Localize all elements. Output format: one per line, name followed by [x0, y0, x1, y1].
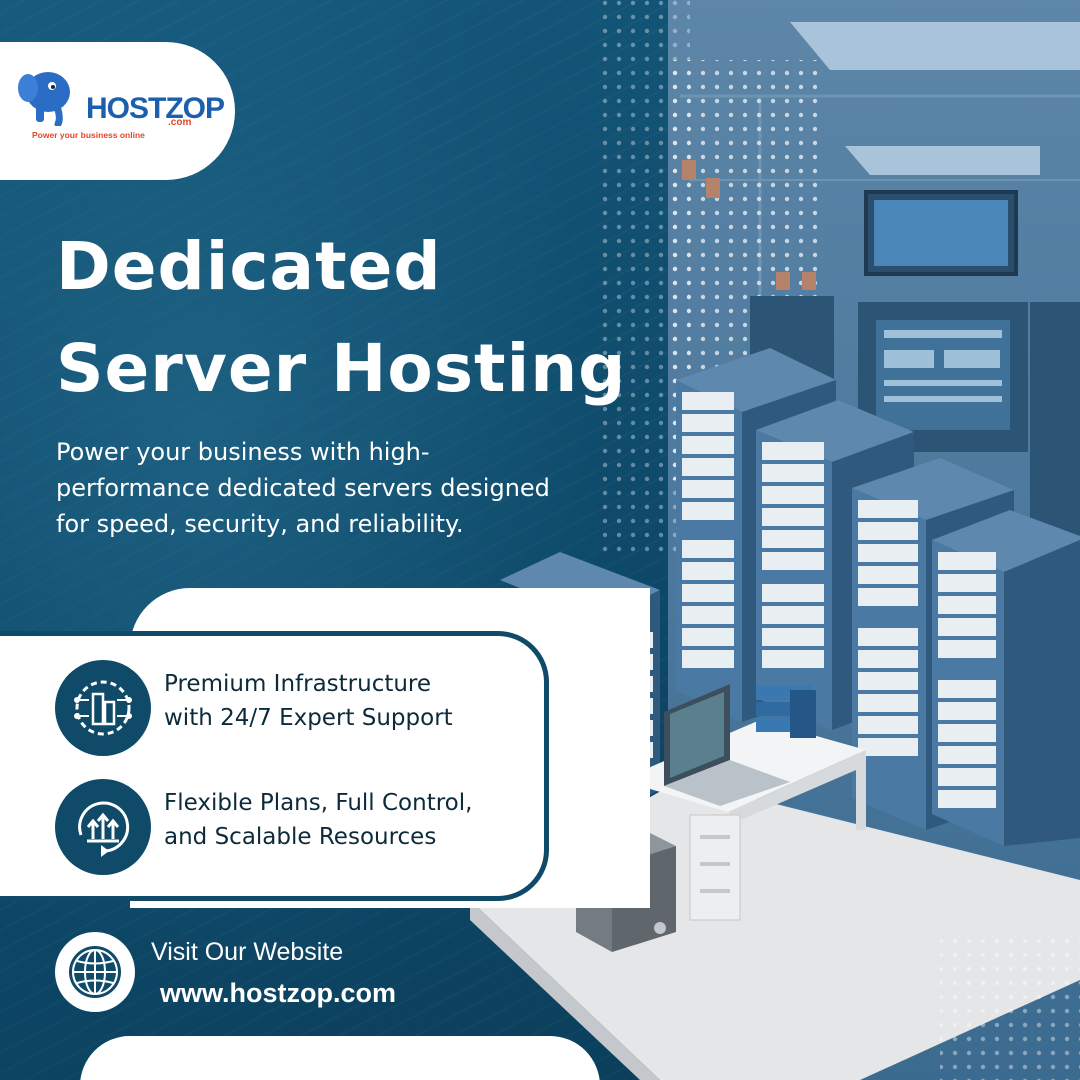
brand-tagline: Power your business online	[32, 130, 145, 140]
circuit-building-icon	[55, 660, 151, 756]
brand-name-part2: ZOP	[165, 92, 225, 125]
brand-logo: HOSTZOP	[86, 92, 225, 126]
subtitle-line-3: for speed, security, and reliability.	[56, 510, 464, 538]
subtitle-line-1: Power your business with high-	[56, 438, 430, 466]
growth-arrows-icon	[55, 779, 151, 875]
feature-1-line-2: with 24/7 Expert Support	[164, 705, 453, 731]
brand-domain-suffix: .com	[168, 117, 192, 128]
visit-website-label: Visit Our Website	[151, 938, 344, 966]
bottom-decor-pill	[80, 1036, 600, 1080]
feature-2-line-1: Flexible Plans, Full Control,	[164, 790, 473, 816]
subtitle: Power your business with high- performan…	[56, 434, 656, 542]
brand-name-part1: HOST	[86, 92, 166, 125]
headline-line-2: Server Hosting	[56, 330, 627, 407]
feature-2-line-2: and Scalable Resources	[164, 824, 437, 850]
feature-2-text: Flexible Plans, Full Control, and Scalab…	[164, 786, 472, 854]
elephant-mascot-icon	[18, 72, 70, 126]
globe-icon[interactable]	[55, 932, 135, 1012]
website-url-link[interactable]: www.hostzop.com	[160, 978, 396, 1008]
subtitle-line-2: performance dedicated servers designed	[56, 474, 550, 502]
feature-1-line-1: Premium Infrastructure	[164, 671, 432, 697]
headline-line-1: Dedicated	[56, 228, 442, 305]
feature-1-text: Premium Infrastructure with 24/7 Expert …	[164, 667, 453, 735]
